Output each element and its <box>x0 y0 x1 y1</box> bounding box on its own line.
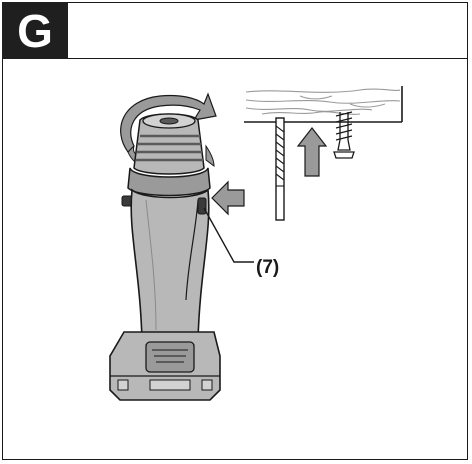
wood-board <box>244 86 403 123</box>
push-arrow-icon <box>211 180 245 216</box>
drill-bit-icon <box>275 117 285 221</box>
drill-body <box>109 113 221 401</box>
header-divider <box>2 58 468 59</box>
screw-icon <box>333 111 355 159</box>
up-arrow-icon <box>296 127 328 177</box>
figure-label-badge: G <box>2 2 68 59</box>
callout-label-7: (7) <box>256 257 280 278</box>
figure-frame <box>2 2 468 460</box>
callout-leader-line <box>203 207 254 263</box>
